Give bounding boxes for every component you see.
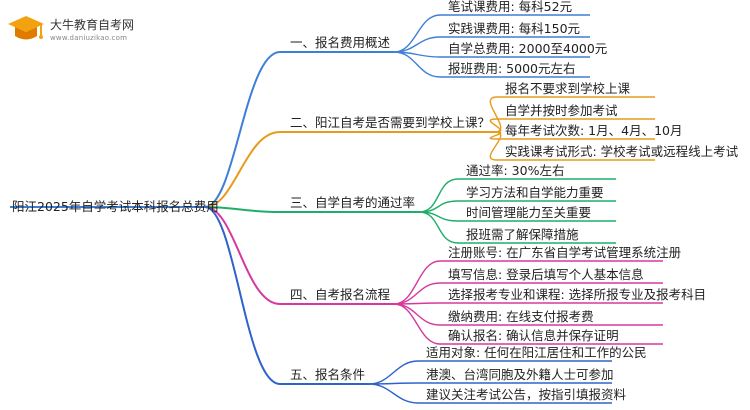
leaf-connector-1-4 (393, 51, 441, 78)
branch-node-3[interactable]: 三、自学自考的通过率 (290, 195, 416, 210)
branch-node-1[interactable]: 一、报名费用概述 (290, 35, 391, 50)
leaf-node-3-2[interactable]: 学习方法和自学能力重要 (466, 185, 604, 200)
leaf-node-2-2[interactable]: 自学并按时参加考试 (505, 103, 618, 118)
branch-node-5[interactable]: 五、报名条件 (290, 367, 366, 382)
leaf-node-4-4[interactable]: 缴纳费用: 在线支付报考费 (448, 309, 594, 324)
leaf-connector-1-1 (393, 14, 441, 53)
branch-connector-4 (204, 206, 281, 305)
leaf-connector-4-4 (394, 303, 441, 326)
leaf-node-1-3[interactable]: 自学总费用: 2000至4000元 (448, 41, 608, 56)
leaf-node-1-1[interactable]: 笔试课费用: 每科52元 (448, 0, 573, 14)
leaf-connector-3-4 (418, 211, 459, 244)
branch-node-4[interactable]: 四、自考报名流程 (290, 287, 391, 302)
site-logo[interactable]: 大牛教育自考网 www.daniuzikao.com (6, 10, 226, 50)
leaf-node-3-1[interactable]: 通过率: 30%左右 (466, 163, 565, 178)
leaf-node-3-3[interactable]: 时间管理能力至关重要 (466, 205, 592, 220)
leaf-node-2-3[interactable]: 每年考试次数: 1月、4月、10月 (505, 123, 683, 138)
branch-node-2[interactable]: 二、阳江自考是否需要到学校上课？ (290, 115, 491, 130)
branch-connector-5 (204, 206, 281, 385)
logo-url: www.daniuzikao.com (50, 34, 128, 42)
leaf-node-4-3[interactable]: 选择报考专业和课程: 选择所报专业及报考科目 (448, 287, 707, 302)
leaf-connector-2-4 (489, 131, 502, 161)
branch-connector-3 (204, 206, 281, 213)
leaf-node-4-1[interactable]: 注册账号: 在广东省自学考试管理系统注册 (448, 245, 682, 260)
leaf-node-1-2[interactable]: 实践课费用: 每科150元 (448, 21, 581, 36)
branch-connector-1 (204, 51, 281, 208)
leaf-node-5-2[interactable]: 港澳、台湾同胞及外籍人士可参加 (426, 367, 614, 382)
leaf-connector-1-2 (394, 36, 441, 53)
leaf-connector-4-2 (394, 282, 441, 305)
leaf-node-2-4[interactable]: 实践课考试形式: 学校考试或远程线上考试 (505, 144, 739, 159)
leaf-connector-5-3 (369, 383, 419, 404)
logo-title: 大牛教育自考网 (50, 18, 135, 32)
leaf-connector-2-1 (489, 96, 502, 133)
leaf-node-4-2[interactable]: 填写信息: 登录后填写个人基本信息 (448, 267, 644, 282)
graduation-cap-icon (8, 16, 44, 40)
leaf-node-3-4[interactable]: 报班需了解保障措施 (466, 227, 579, 242)
leaf-node-1-4[interactable]: 报班费用: 5000元左右 (448, 61, 576, 76)
leaf-node-2-1[interactable]: 报名不要求到学校上课 (505, 81, 631, 96)
leaf-node-5-1[interactable]: 适用对象: 任何在阳江居住和工作的公民 (426, 345, 647, 360)
leaf-connector-4-1 (393, 260, 441, 305)
branch-connector-2 (204, 131, 281, 208)
leaf-connector-4-5 (393, 303, 441, 345)
leaf-connector-5-1 (368, 360, 419, 385)
leaf-node-4-5[interactable]: 确认报名: 确认信息并保存证明 (448, 328, 619, 343)
root-node[interactable]: 阳江2025年自学考试本科报名总费用 (12, 199, 219, 214)
leaf-node-5-3[interactable]: 建议关注考试公告，按指引填报资料 (426, 387, 627, 402)
